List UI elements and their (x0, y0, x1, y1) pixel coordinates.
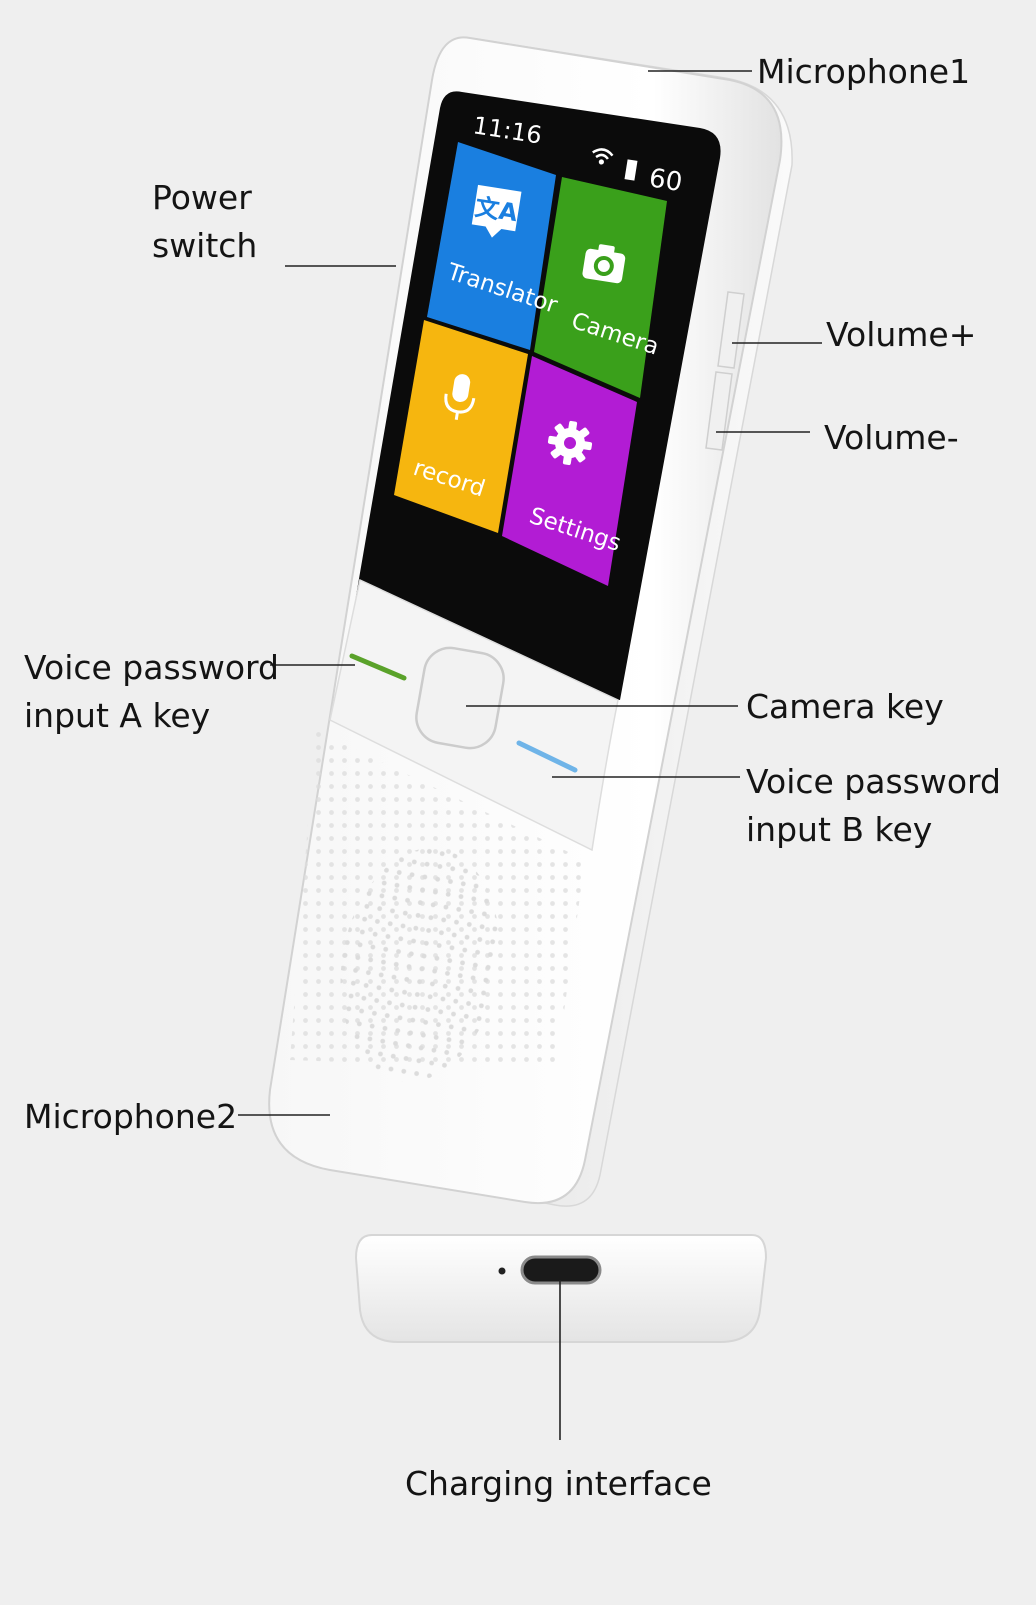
callout-voice-b-line2: input B key (746, 809, 933, 849)
speaker (340, 848, 500, 1082)
callout-microphone2: Microphone2 (24, 1097, 238, 1136)
tile-camera[interactable] (534, 177, 667, 398)
camera-key[interactable] (412, 644, 507, 752)
callout-voice-a: Voice password input A key (24, 644, 279, 740)
callout-camera-key: Camera key (746, 687, 944, 726)
microphone-icon (444, 374, 476, 420)
callout-microphone1: Microphone1 (757, 52, 971, 91)
callout-voice-a-line1: Voice password (24, 648, 279, 687)
callout-volume-down: Volume- (824, 418, 959, 457)
translate-icon: 文A (471, 184, 522, 238)
battery-icon (624, 159, 638, 181)
tile-translator[interactable] (427, 142, 556, 350)
volume-down-button[interactable] (705, 371, 733, 451)
callout-power-switch-line2: switch (152, 225, 258, 265)
gear-icon (547, 420, 593, 466)
leader-lines (238, 70, 822, 1440)
callout-power-switch-line1: Power (152, 178, 252, 217)
callout-power-switch: Power switch (152, 174, 257, 270)
camera-icon (582, 244, 626, 284)
voice-a-key[interactable] (349, 653, 407, 681)
usb-c-port (520, 1255, 602, 1285)
callout-voice-b-line1: Voice password (746, 762, 1001, 801)
charging-base (354, 1234, 768, 1343)
tile-settings[interactable] (502, 356, 637, 586)
svg-text:文A: 文A (473, 193, 520, 227)
callout-volume-up: Volume+ (826, 315, 977, 354)
volume-up-button[interactable] (717, 291, 745, 369)
microphone2-hole (498, 1267, 506, 1275)
status-battery: 60 (647, 163, 684, 198)
wifi-icon (592, 148, 614, 165)
callout-voice-a-line2: input A key (24, 695, 211, 735)
voice-b-key[interactable] (516, 740, 578, 773)
tile-record[interactable] (394, 320, 528, 533)
callout-charging: Charging interface (405, 1464, 712, 1503)
callout-voice-b: Voice password input B key (746, 758, 1001, 854)
